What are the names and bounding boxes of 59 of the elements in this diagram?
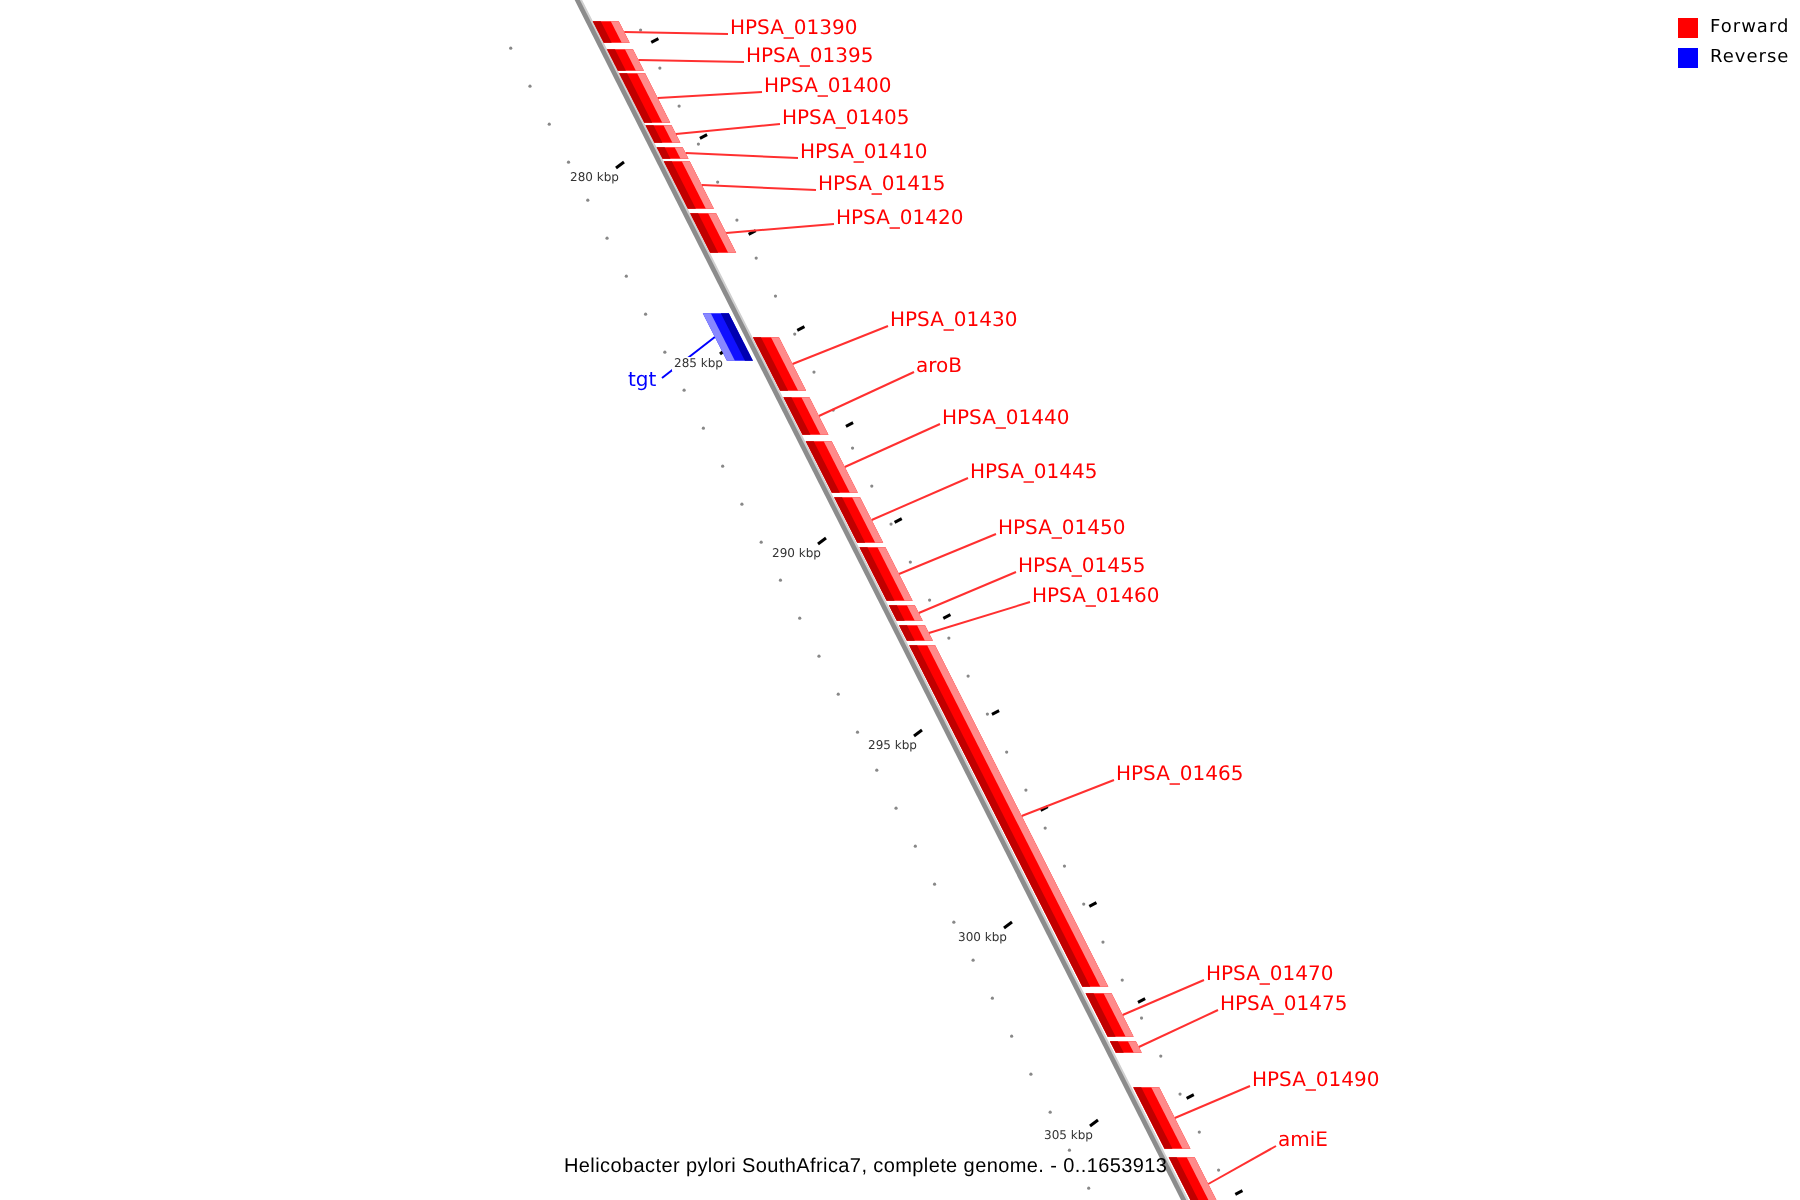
forward-gene-block: [834, 497, 884, 543]
leader-line: [656, 91, 763, 99]
leader-line: [700, 184, 817, 191]
leader-line: [674, 123, 781, 135]
forward-gene-block: [859, 547, 913, 601]
leader-line: [1137, 1009, 1219, 1048]
leader-line: [1020, 779, 1115, 817]
gene-label: HPSA_01470: [1206, 964, 1334, 988]
forward-gene-block: [1133, 1087, 1191, 1149]
gene-label: HPSA_01455: [1018, 556, 1146, 580]
legend-label: Forward: [1710, 18, 1790, 38]
gene-label: HPSA_01395: [746, 46, 874, 70]
gene-label: HPSA_01475: [1220, 994, 1348, 1018]
gene-label: HPSA_01445: [970, 462, 1098, 486]
forward-gene-block: [656, 147, 689, 159]
leader-line: [870, 477, 969, 521]
leader-line: [791, 325, 889, 365]
leader-line: [684, 152, 799, 159]
leader-line: [843, 423, 941, 468]
leader-line: [1173, 1085, 1251, 1119]
gene-label: HPSA_01460: [1032, 586, 1160, 610]
caption: Helicobacter pylori SouthAfrica7, complete genome. - 0..1653913: [564, 1156, 1168, 1178]
gene-label: HPSA_01440: [942, 408, 1070, 432]
leader-line: [927, 601, 1031, 634]
gene-label: HPSA_01405: [782, 108, 910, 132]
gene-label: HPSA_01450: [998, 518, 1126, 542]
forward-gene-block: [888, 605, 923, 621]
forward-gene-block: [592, 21, 630, 43]
leader-line: [637, 59, 745, 63]
forward-gene-block: [1168, 1157, 1222, 1200]
leader-line: [725, 223, 835, 234]
leader-line: [817, 371, 915, 417]
legend-label: Reverse: [1710, 48, 1790, 68]
forward-gene-block: [690, 213, 737, 253]
gene-label: HPSA_01390: [730, 18, 858, 42]
gene-label: HPSA_01410: [800, 142, 928, 166]
leader-line: [1207, 1145, 1277, 1185]
gene-label: amiE: [1278, 1130, 1328, 1154]
forward-gene-block: [805, 441, 858, 493]
leader-line: [1121, 979, 1205, 1016]
gene-label: HPSA_01400: [764, 76, 892, 100]
gene-label: HPSA_01490: [1252, 1070, 1380, 1094]
forward-gene-block: [645, 125, 681, 143]
gene-label: HPSA_01415: [818, 174, 946, 198]
forward-gene-block: [899, 625, 933, 641]
gene-label: tgt: [628, 370, 657, 394]
forward-gene-block: [783, 397, 829, 435]
leader-line: [898, 533, 997, 575]
forward-gene-block: [1085, 993, 1134, 1037]
gene-label: aroB: [916, 356, 962, 380]
gene-label: HPSA_01430: [890, 310, 1018, 334]
forward-gene-block: [606, 49, 644, 71]
forward-gene-block: [752, 337, 807, 391]
leader-line: [917, 571, 1017, 614]
gene-label: HPSA_01420: [836, 208, 964, 232]
reverse-gene-block: [702, 313, 753, 361]
forward-gene-block: [1109, 1041, 1142, 1053]
leader-line: [623, 31, 729, 35]
gene-label: HPSA_01465: [1116, 764, 1244, 788]
